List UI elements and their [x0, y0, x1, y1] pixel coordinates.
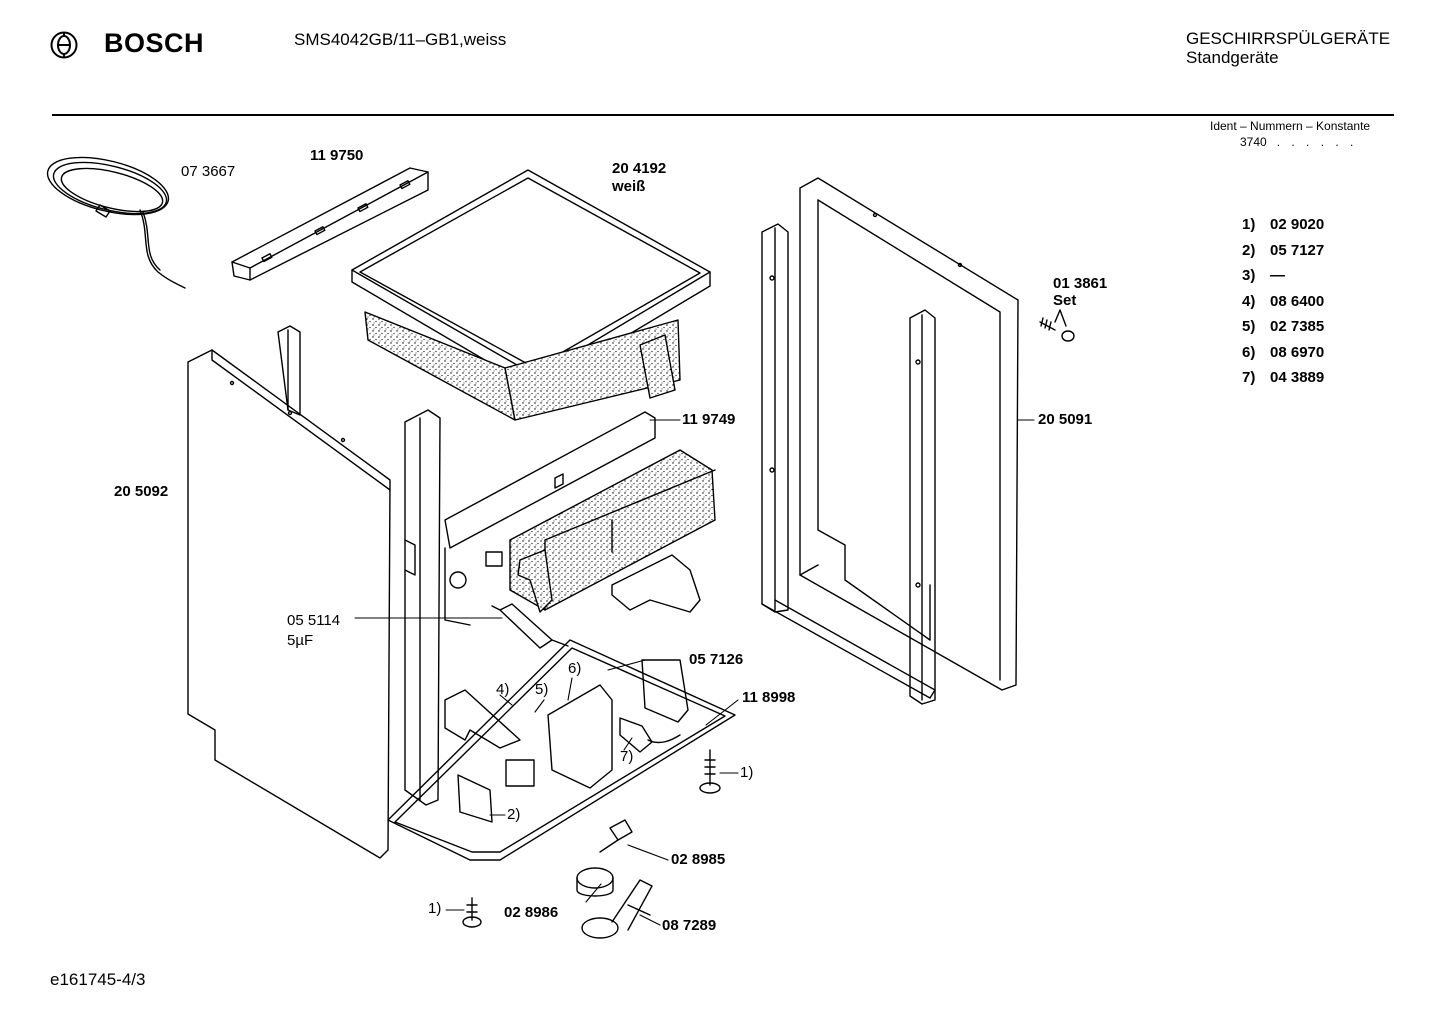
- label-side-panel-right: 20 5091: [1038, 411, 1093, 428]
- category-block: GESCHIRRSPÜLGERÄTE Standgeräte: [1186, 29, 1390, 67]
- legend-key: 5): [1242, 318, 1256, 335]
- ident-value: 3740: [1240, 135, 1267, 149]
- legend-value: 05 7127: [1270, 241, 1325, 259]
- legend-key: 3): [1242, 267, 1256, 284]
- float-assembly-drawing: [581, 879, 653, 939]
- right-posts-drawing: [761, 223, 936, 705]
- label-power-cord: 07 3667: [181, 163, 236, 180]
- power-cord-drawing: [46, 156, 186, 289]
- rear-frame-drawing: [444, 411, 716, 626]
- leader-lines: [354, 419, 1035, 926]
- label-top-rail: 11 9750: [310, 147, 364, 164]
- legend-key: 1): [1242, 216, 1256, 233]
- label-side-panel-left: 20 5092: [114, 483, 169, 500]
- label-worktop-color: weiß: [612, 178, 646, 195]
- ident-dots: . . . . . .: [1276, 135, 1358, 149]
- ident-label: Ident – Nummern – Konstante: [1210, 119, 1371, 133]
- label-sensor: 02 8985: [671, 851, 726, 868]
- screw-set-drawing: [1039, 309, 1075, 342]
- legend-key: 6): [1242, 343, 1256, 361]
- category-title: GESCHIRRSPÜLGERÄTE: [1186, 29, 1391, 48]
- legend-key: 7): [1242, 369, 1256, 386]
- bosch-logo-icon: [50, 31, 78, 59]
- legend-key: 2): [1242, 241, 1256, 259]
- sensor-drawing: [599, 819, 633, 853]
- label-capacitor: 05 5114: [287, 612, 341, 629]
- top-rail-drawing: [231, 167, 429, 281]
- label-callout-7: 7): [620, 748, 634, 765]
- legend-value: 02 7385: [1270, 318, 1325, 335]
- left-posts-drawing: [277, 325, 441, 806]
- label-screw-set-number: 01 3861: [1053, 275, 1108, 292]
- brand-name: BOSCH: [104, 28, 205, 58]
- legend-value: 08 6970: [1270, 343, 1325, 361]
- legend-value: 08 6400: [1270, 292, 1325, 310]
- label-callout-4: 4): [496, 681, 510, 698]
- category-subtitle: Standgeräte: [1186, 48, 1279, 67]
- document-code: e161745-4/3: [50, 970, 146, 989]
- label-base-plate: 11 8998: [742, 689, 796, 706]
- adjustable-foot-right-drawing: [699, 749, 721, 794]
- label-callout-2: 2): [507, 806, 521, 823]
- label-worktop: 20 4192: [612, 160, 667, 177]
- label-float-assembly: 08 7289: [662, 917, 717, 934]
- legend-row: 5) 02 7385: [1242, 318, 1324, 344]
- label-bracket: 05 7126: [689, 651, 744, 668]
- worktop-drawing: [351, 169, 711, 421]
- legend-value: —: [1270, 267, 1285, 284]
- model-number: SMS4042GB/11–GB1,weiss: [294, 30, 507, 49]
- base-plate-drawing: [387, 639, 736, 861]
- legend-value: 04 3889: [1270, 369, 1325, 386]
- label-callout-5: 5): [535, 681, 549, 698]
- legend-row: 7) 04 3889: [1242, 369, 1324, 395]
- legend-row: 6) 08 6970: [1242, 344, 1324, 370]
- label-float: 02 8986: [504, 904, 559, 921]
- label-screw-set-word: Set: [1053, 292, 1077, 309]
- left-side-panel-drawing: [187, 349, 391, 859]
- float-drawing: [576, 867, 614, 897]
- label-callout-1-left: 1): [428, 900, 442, 917]
- label-callout-6: 6): [568, 660, 582, 677]
- adjustable-foot-left-drawing: [462, 897, 482, 928]
- legend-row: 4) 08 6400: [1242, 293, 1324, 319]
- capacitor-drawing: [491, 603, 569, 649]
- ident-value-row: 3740 . . . . . .: [1240, 135, 1357, 149]
- callout-legend: 1) 02 9020 2) 05 7127 3) — 4) 08 6400 5) 02 7…: [1242, 216, 1324, 395]
- label-capacitor-value: 5µF: [287, 632, 314, 649]
- legend-row: 1) 02 9020: [1242, 216, 1324, 242]
- legend-value: 02 9020: [1270, 216, 1325, 233]
- label-callout-1-right: 1): [740, 764, 754, 781]
- legend-row: 2) 05 7127: [1242, 242, 1324, 268]
- legend-key: 4): [1242, 292, 1256, 310]
- label-rear-panel: 11 9749: [682, 411, 736, 428]
- header-rule: [52, 114, 1394, 116]
- right-frame-drawing: [799, 177, 1019, 691]
- legend-row: 3) —: [1242, 267, 1324, 293]
